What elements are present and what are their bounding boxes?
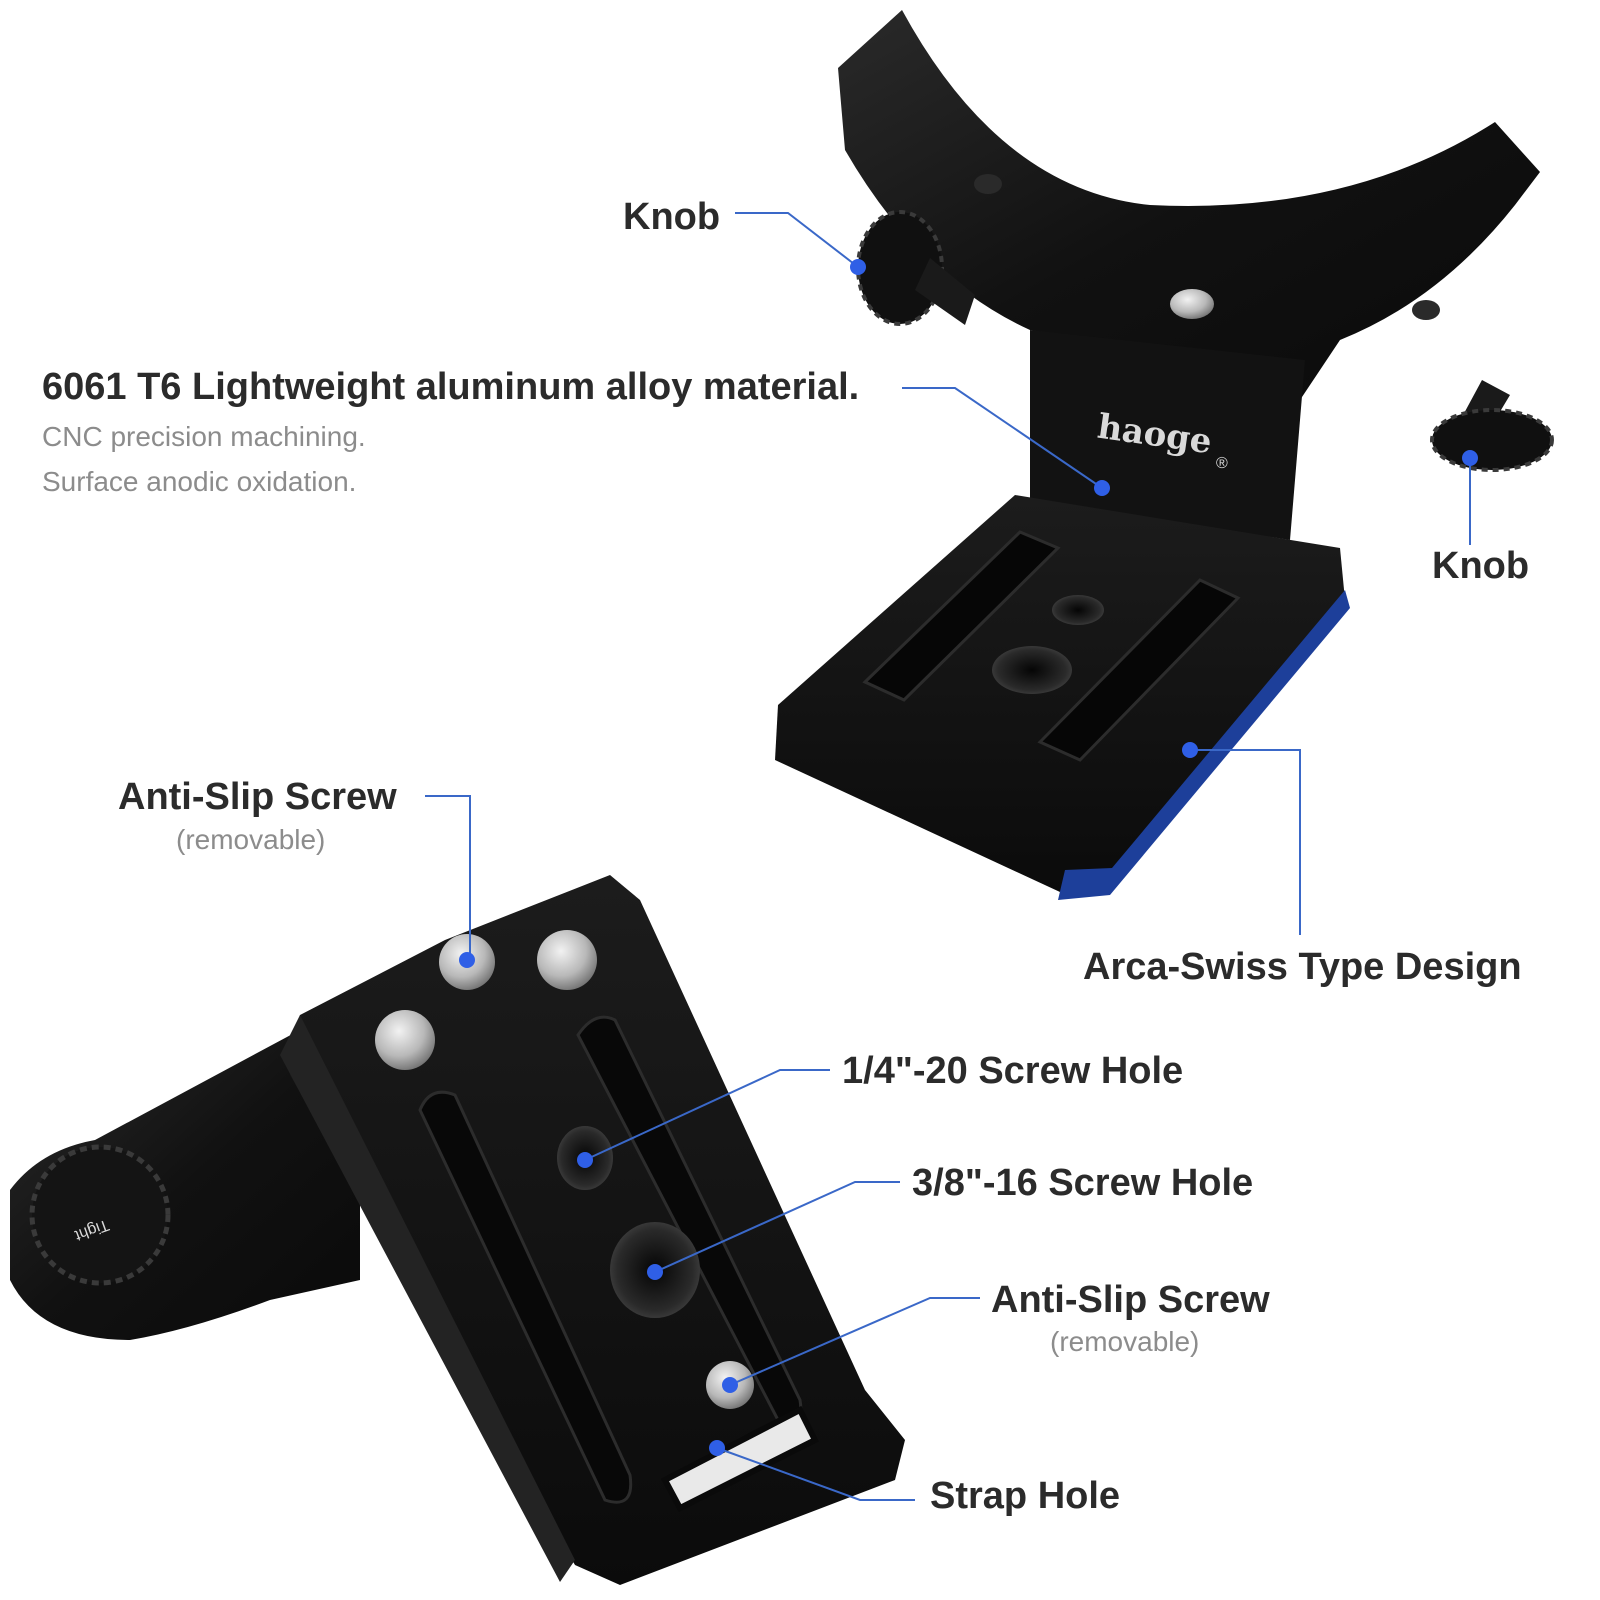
- hex-screw-1: [375, 1010, 435, 1070]
- base-slot-right: [1037, 578, 1241, 762]
- label-screw-three-eighths: 3/8"-16 Screw Hole: [912, 1162, 1254, 1204]
- collar-hex-screw: [1170, 289, 1214, 319]
- arm-knob[interactable]: Tight: [29, 1144, 171, 1286]
- collar-arm: [838, 10, 1540, 400]
- line-knob-left: [735, 212, 859, 268]
- registered-mark: ®: [1216, 455, 1228, 472]
- dot-knob-right: [1462, 450, 1478, 466]
- dot-three-eighths: [647, 1264, 663, 1280]
- line-anti-slip-bottom: [729, 1297, 980, 1386]
- note-anti-slip-bottom: (removable): [1050, 1326, 1200, 1357]
- line-three-eighths: [654, 1181, 900, 1273]
- plate-slot-left: [418, 1090, 633, 1504]
- callout-lines: [425, 212, 1471, 1501]
- label-strap-hole: Strap Hole: [930, 1475, 1121, 1517]
- base-hole-large: [992, 646, 1072, 694]
- dot-knob-left: [850, 259, 866, 275]
- main-plate-edge: [280, 1015, 575, 1582]
- note-anti-slip-top: (removable): [176, 824, 326, 855]
- line-material: [902, 387, 1103, 489]
- material-line-oxidation: Surface anodic oxidation.: [42, 466, 357, 497]
- line-quarter: [584, 1069, 830, 1161]
- dot-anti-slip-top: [459, 952, 475, 968]
- label-arca-swiss: Arca-Swiss Type Design: [1083, 946, 1522, 988]
- dot-strap: [709, 1440, 725, 1456]
- base-slot-left: [862, 530, 1061, 702]
- lens-foot-bottom: Tight: [10, 875, 905, 1585]
- dot-anti-slip-bottom: [722, 1377, 738, 1393]
- dot-quarter: [577, 1152, 593, 1168]
- label-knob-right: Knob: [1432, 545, 1530, 587]
- base-hole-small: [1052, 595, 1104, 625]
- dot-material: [1094, 480, 1110, 496]
- material-line-cnc: CNC precision machining.: [42, 421, 366, 452]
- label-screw-quarter: 1/4"-20 Screw Hole: [842, 1050, 1184, 1092]
- lens-foot-top: haoge ®: [775, 10, 1554, 900]
- line-arca: [1190, 749, 1301, 935]
- main-plate: [290, 875, 905, 1585]
- dot-arca: [1182, 742, 1198, 758]
- collar-hole-2: [1412, 300, 1440, 320]
- arca-stripe: [1058, 590, 1350, 900]
- hex-screw-2: [537, 930, 597, 990]
- line-anti-slip-top: [425, 795, 471, 960]
- knob-right[interactable]: [1430, 380, 1554, 472]
- label-knob-left: Knob: [623, 196, 721, 238]
- label-anti-slip-top: Anti-Slip Screw: [118, 776, 397, 818]
- collar-hole-1: [974, 174, 1002, 194]
- strap-hole-slot: [660, 1405, 820, 1512]
- callout-dots: [459, 259, 1478, 1456]
- label-anti-slip-bottom: Anti-Slip Screw: [991, 1279, 1270, 1321]
- material-title: 6061 T6 Lightweight aluminum alloy mater…: [42, 366, 860, 408]
- line-strap: [716, 1447, 915, 1501]
